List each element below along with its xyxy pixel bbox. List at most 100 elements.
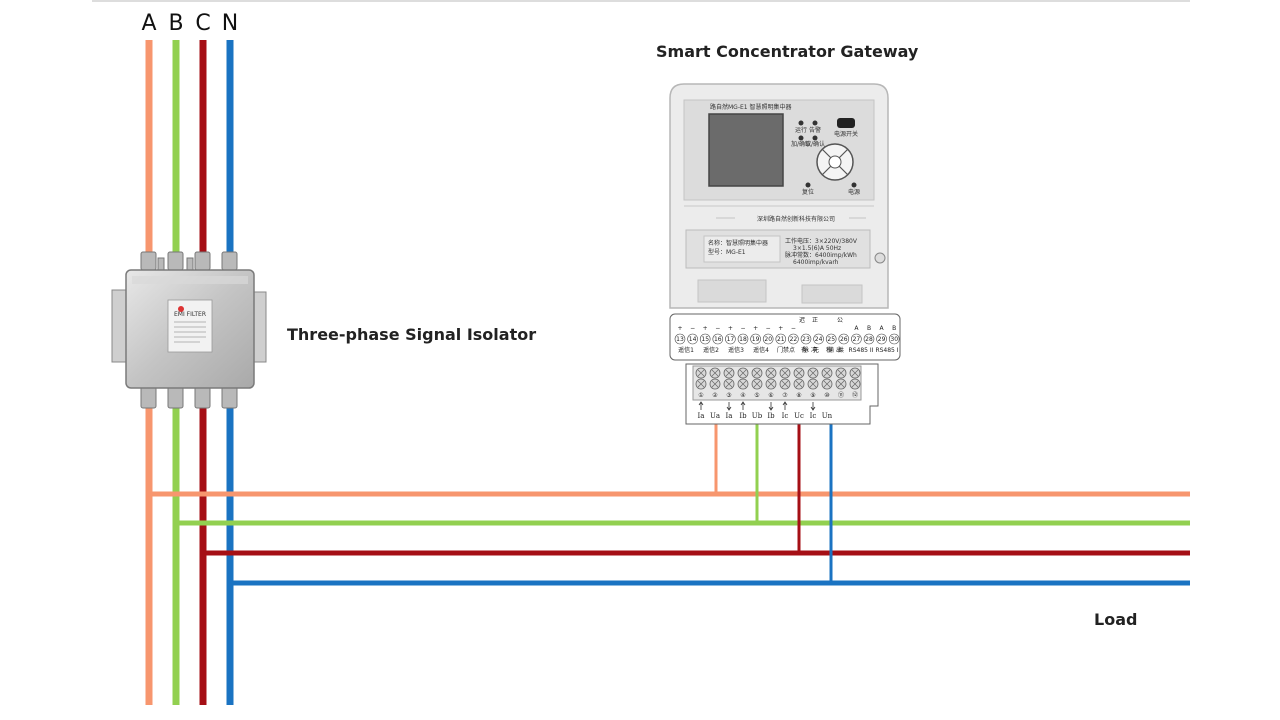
terminal-bottom-number: ⑦: [782, 392, 788, 399]
screw-slot-icon: [739, 380, 747, 388]
phase-label-n: N: [222, 11, 238, 36]
screw-slot-icon: [809, 380, 817, 388]
isolator-brand-text: EMI FILTER: [174, 311, 206, 318]
terminal-current-label: Ib: [739, 412, 747, 420]
terminal-bottom-number: ④: [740, 392, 745, 399]
screw-slot-icon: [739, 369, 747, 377]
led-reset-icon: [805, 182, 811, 188]
terminal-arrows: [698, 401, 816, 411]
terminal-current-label: Uc: [794, 412, 804, 420]
gateway-label: Smart Concentrator Gateway: [656, 42, 919, 61]
terminal-current-label: Ib: [767, 412, 775, 420]
terminal-sign: B: [867, 325, 871, 332]
gateway-model-header: 路自然MG-E1 智慧照明集中器: [710, 103, 792, 111]
terminal-top-chars: 迟正 公: [799, 316, 843, 324]
screw-slot-icon: [795, 369, 803, 377]
spec-current: 3×1.5(6)A 50Hz: [793, 245, 841, 252]
screw-slot-icon: [767, 369, 775, 377]
terminal-bottom-number: ⑩: [824, 392, 829, 399]
terminal-sign: +: [677, 325, 682, 332]
terminal-current-label: Ub: [752, 412, 763, 420]
terminal-group-label: 秒: [826, 346, 832, 354]
screw-slot-icon: [851, 380, 859, 388]
terminal-number-ring: [851, 333, 862, 345]
terminal-current-label: Ic: [782, 412, 789, 420]
terminal-number: 19: [752, 336, 760, 343]
terminal-number: 22: [790, 336, 798, 343]
terminal-number-ring: [674, 333, 686, 345]
screw-slot-icon: [795, 380, 803, 388]
button-label-reset: 复位: [802, 188, 814, 196]
screw-slot-icon: [781, 380, 789, 388]
arrow-up-icon: [782, 401, 788, 410]
terminal-group-label: 共: [838, 346, 844, 354]
button-label-add: 加/确认: [791, 140, 811, 148]
terminal-number: 18: [739, 336, 747, 343]
screw-slot-icon: [711, 380, 719, 388]
screw-slot-icon: [767, 380, 775, 388]
button-label-run: 运行: [795, 126, 807, 134]
terminal-top-char: 迟: [799, 316, 805, 324]
button-label-confirm: 取/确认: [805, 140, 825, 148]
terminal-current-label: Ua: [710, 412, 720, 420]
terminal-top-char: 正: [812, 317, 818, 324]
screw-slot-icon: [753, 369, 761, 377]
power-switch-icon: [837, 118, 855, 128]
screw-slot-icon: [753, 380, 761, 388]
terminal-sign: B: [892, 325, 896, 332]
screw-slot-icon: [823, 380, 831, 388]
screw-slot-icon: [697, 380, 705, 388]
spec-voltage: 工作电压：3×220V/380V: [785, 237, 858, 245]
isolator-label: Three-phase Signal Isolator: [287, 325, 536, 344]
isolator-label-sticker: [167, 299, 213, 353]
terminal-group-pulse: 脉 冲: [803, 346, 817, 354]
load-label: Load: [1094, 610, 1137, 629]
terminal-bottom-number: ⑧: [796, 392, 801, 399]
terminal-number-ring: [888, 333, 900, 345]
terminal-number: 30: [890, 336, 898, 343]
terminal-number-ring: [687, 333, 698, 345]
phase-label-c: C: [195, 11, 210, 36]
screw-slot-icon: [809, 369, 817, 377]
terminal-group-label: 门禁点: [777, 346, 795, 354]
terminal-sign: −: [791, 325, 796, 332]
terminal-number-ring: [699, 333, 711, 345]
terminal-sign: +: [753, 325, 758, 332]
terminal-number-ring: [762, 333, 774, 345]
terminal-sign: +: [778, 325, 783, 332]
terminal-screws: [695, 367, 861, 390]
led-add-icon: [798, 135, 804, 141]
terminal-number-ring: [725, 333, 736, 345]
terminal-number: 21: [777, 336, 785, 343]
terminal-sign: A: [854, 325, 859, 332]
button-label-alarm: 告警: [809, 126, 821, 134]
phase-label-b: B: [168, 11, 183, 36]
screw-slot-icon: [725, 380, 733, 388]
screw-slot-icon: [697, 369, 705, 377]
terminal-number-ring: [876, 333, 887, 345]
arrow-up-icon: [698, 401, 704, 410]
screw-slot-icon: [725, 369, 733, 377]
terminal-number: 16: [714, 336, 722, 343]
terminal-number: 20: [764, 336, 772, 343]
terminal-current-label: Ia: [698, 412, 705, 420]
terminal-number-ring: [813, 333, 824, 345]
screw-slot-icon: [837, 380, 845, 388]
arrow-down-icon: [726, 402, 732, 411]
led-power-icon: [851, 182, 857, 188]
terminal-number-ring: [712, 333, 724, 345]
terminal-number-ring: [863, 333, 875, 345]
terminal-top-char: 公: [837, 317, 843, 324]
terminal-number: 15: [701, 336, 709, 343]
terminal-sign: −: [766, 325, 771, 332]
phase-label-a: A: [141, 11, 156, 36]
arrow-down-icon: [810, 402, 816, 411]
concentrator-gateway-device: 路自然MG-E1 智慧照明集中器 运行 告警 加/确认 取/确认 复位 电源 电…: [669, 83, 889, 309]
terminal-sign: −: [740, 325, 745, 332]
seal-screw-icon: [874, 252, 886, 264]
